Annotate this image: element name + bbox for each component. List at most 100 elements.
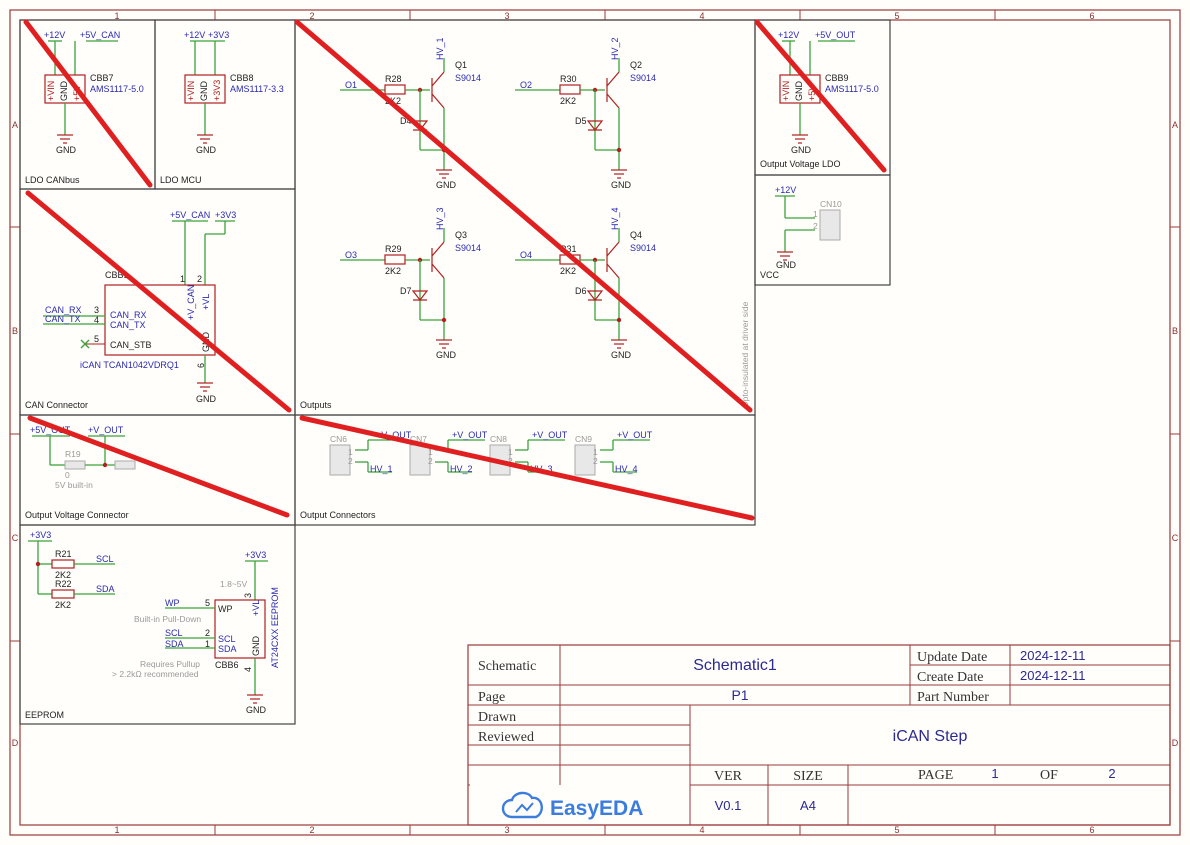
ref-r21: R21 xyxy=(55,549,72,559)
net-12v: +12V xyxy=(184,30,205,40)
ruler-col-4: 4 xyxy=(699,11,704,21)
transistor-q3[interactable] xyxy=(431,241,445,279)
diode-d5[interactable] xyxy=(586,120,604,131)
net-12v: +12V xyxy=(775,185,796,195)
transistor-q4[interactable] xyxy=(606,241,620,279)
logo-wave-icon xyxy=(515,802,534,813)
ruler-col-2: 2 xyxy=(309,11,314,21)
ruler-col-6: 6 xyxy=(1089,11,1094,21)
transistor-q1[interactable] xyxy=(431,71,445,109)
drawn-label: Drawn xyxy=(478,710,516,725)
block-eeprom[interactable]: +3V3 R21 2K2 R22 2K2 SCL SDA +3V3 1.8~5V… xyxy=(19,524,296,725)
output-channel-4[interactable]: O4 R31 2K2 D6 HV_4 Q4 S9014 GND xyxy=(515,207,656,360)
net-hv1: HV_1 xyxy=(370,464,393,474)
net-wp: WP xyxy=(165,598,180,608)
pin-vin: +VIN xyxy=(186,81,196,101)
ref-r29: R29 xyxy=(385,244,402,254)
jumper[interactable] xyxy=(114,460,136,470)
value-r31: 2K2 xyxy=(560,266,576,276)
pin-1-num: 1 xyxy=(180,274,185,284)
net-5v-can: +5V_CAN xyxy=(170,210,210,220)
ref-r19: R19 xyxy=(65,449,81,459)
ref-q3: Q3 xyxy=(455,230,467,240)
schematic-label: Schematic xyxy=(478,659,536,674)
update-date-label: Update Date xyxy=(917,650,987,665)
strike-ldo-canbus xyxy=(23,19,153,188)
pin-1: 1 xyxy=(593,447,598,457)
pin-2: 2 xyxy=(813,221,818,231)
pin-wp: WP xyxy=(218,604,233,614)
value-r22: 2K2 xyxy=(55,600,71,610)
block-outputs[interactable]: O1 R28 2K2 D4 HV_1 Q1 S9014 GND O2 R30 2… xyxy=(294,19,756,416)
pin-4-num: 4 xyxy=(94,315,99,325)
page-label: Page xyxy=(478,690,505,705)
ruler-row-c: C xyxy=(12,533,19,543)
block-title: LDO MCU xyxy=(160,175,202,185)
schematic-name: Schematic1 xyxy=(693,657,777,674)
ruler-col-5-bottom: 5 xyxy=(894,825,899,835)
ref-cn8: CN8 xyxy=(490,434,507,444)
page-num-value: 1 xyxy=(991,766,998,781)
ruler-col-1: 1 xyxy=(114,11,119,21)
connector-cn7[interactable]: CN7 1 2 +V_OUT HV_2 xyxy=(409,430,488,476)
block-can-connector[interactable]: +5V_CAN +3V3 CBB1 1 2 +V_CAN +VL GND CAN… xyxy=(19,188,296,416)
transistor-q2[interactable] xyxy=(606,71,620,109)
strike-annotations xyxy=(23,19,887,521)
part-ams1117-5: AMS1117-5.0 xyxy=(825,84,879,94)
net-12v: +12V xyxy=(44,30,65,40)
wp-note: Built-in Pull-Down xyxy=(134,614,201,624)
net-v-out: +V_OUT xyxy=(376,430,412,440)
value-r21: 2K2 xyxy=(55,570,71,580)
pin-2-num: 2 xyxy=(205,628,210,638)
pin-2: 2 xyxy=(428,456,433,466)
diode-d6[interactable] xyxy=(586,290,604,301)
pin-1-num: 1 xyxy=(205,639,210,649)
block-ldo-output[interactable]: +12V +5V_OUT +VIN GND +5V CBB9 AMS1117-5… xyxy=(754,19,891,176)
part-ams1117-33: AMS1117-3.3 xyxy=(230,84,284,94)
block-title: Output Voltage LDO xyxy=(760,159,841,169)
no-connect-icon xyxy=(80,339,90,349)
connector-cn10[interactable] xyxy=(819,209,841,241)
page-name: P1 xyxy=(731,687,748,703)
resistor-r19[interactable] xyxy=(64,460,86,470)
part-q1: S9014 xyxy=(455,73,481,83)
pin-gnd: GND xyxy=(59,81,69,102)
ruler-row-b-right: B xyxy=(1172,326,1178,336)
pin-1: 1 xyxy=(348,447,353,457)
ruler-row-c-right: C xyxy=(1172,533,1179,543)
ver-value: V0.1 xyxy=(715,798,742,813)
of-value: 2 xyxy=(1108,766,1115,781)
can-transceiver[interactable] xyxy=(104,284,216,356)
output-channel-3[interactable]: O3 R29 2K2 D7 HV_3 Q3 S9014 GND xyxy=(340,207,481,360)
ref-d6: D6 xyxy=(575,286,587,296)
part-at24cxx: AT24CXX EEPROM xyxy=(270,587,280,668)
pin-2: 2 xyxy=(508,456,513,466)
ruler-labels: 1 2 3 4 5 6 1 2 3 4 5 6 A B C D A B C D xyxy=(12,11,1179,835)
output-channel-2[interactable]: O2 R30 2K2 D5 HV_2 Q2 S9014 GND xyxy=(515,37,656,190)
block-output-connectors[interactable]: CN6 1 2 +V_OUT HV_1 CN7 1 2 +V_OUT HV_2 … xyxy=(294,414,756,526)
block-vcc[interactable]: +12V CN10 1 2 GND VCC xyxy=(754,174,891,286)
diode-d7[interactable] xyxy=(411,290,429,301)
block-title: Outputs xyxy=(300,400,332,410)
net-hv1: HV_1 xyxy=(435,37,445,60)
connector-cn9[interactable]: CN9 1 2 +V_OUT HV_4 xyxy=(574,430,653,476)
net-scl: SCL xyxy=(96,554,114,564)
pin-2: 2 xyxy=(593,456,598,466)
note-5v-builtin: 5V built-in xyxy=(55,480,93,490)
block-ldo-mcu[interactable]: +12V +3V3 +VIN GND +3V3 CBB8 AMS1117-3.3… xyxy=(154,19,296,190)
net-hv2: HV_2 xyxy=(610,37,620,60)
pin-can-rx: CAN_RX xyxy=(110,310,147,320)
gnd-label: GND xyxy=(436,350,457,360)
ver-label: VER xyxy=(714,769,743,784)
gnd-label: GND xyxy=(56,145,77,155)
gnd-label: GND xyxy=(196,394,217,404)
eeprom-ic[interactable] xyxy=(214,599,266,659)
of-label: OF xyxy=(1040,768,1058,783)
pin-1: 1 xyxy=(813,209,818,219)
strike-can-connector xyxy=(25,190,292,413)
gnd-label: GND xyxy=(246,705,267,715)
pin-scl: SCL xyxy=(218,634,236,644)
net-hv3: HV_3 xyxy=(435,207,445,230)
strike-outputs xyxy=(294,19,753,413)
net-o1: O1 xyxy=(345,80,357,90)
